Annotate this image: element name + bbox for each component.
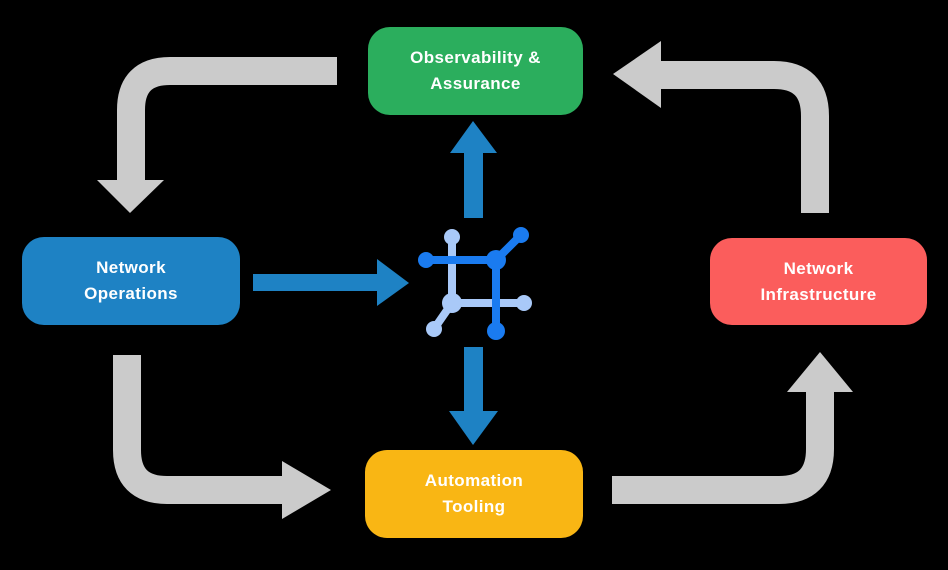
arrow-shaft <box>113 355 284 504</box>
arrow-shaft <box>117 57 337 182</box>
gray-arrow-automation-to-infrastructure <box>612 352 853 504</box>
node-observability-label: Observability & Assurance <box>410 48 541 93</box>
network-nodes-icon <box>418 227 532 340</box>
arrow-shaft <box>464 150 483 218</box>
icon-junction <box>442 293 462 313</box>
gray-arrow-observability-to-operations <box>97 57 337 213</box>
icon-node <box>513 227 529 243</box>
gray-arrow-infrastructure-to-observability <box>613 41 829 213</box>
arrow-head-up-icon <box>450 121 497 153</box>
icon-node <box>426 321 442 337</box>
arrow-head-right-icon <box>282 461 331 519</box>
icon-node <box>487 322 505 340</box>
node-observability-assurance: Observability & Assurance <box>368 27 583 115</box>
icon-light-dots <box>426 229 532 337</box>
icon-junction <box>486 250 506 270</box>
blue-arrow-center-to-observability <box>450 121 497 218</box>
gray-arrow-operations-to-automation <box>113 355 331 519</box>
node-infrastructure-label: Network Infrastructure <box>760 258 877 304</box>
arrow-head-down-icon <box>97 180 164 213</box>
arrow-shaft <box>464 347 483 413</box>
blue-arrow-operations-to-center <box>253 259 409 306</box>
arrow-shaft <box>612 390 834 504</box>
arrow-shaft <box>253 274 379 291</box>
blue-arrow-center-to-automation <box>449 347 498 445</box>
arrow-head-right-icon <box>377 259 409 306</box>
arrow-head-left-icon <box>613 41 661 108</box>
icon-node <box>418 252 434 268</box>
icon-node <box>516 295 532 311</box>
node-operations-label: Network Operations <box>84 258 178 303</box>
node-automation-tooling: Automation Tooling <box>365 450 583 538</box>
icon-node <box>444 229 460 245</box>
node-automation-label: Automation Tooling <box>424 471 524 516</box>
icon-dark-dots <box>418 227 529 340</box>
arrow-head-down-icon <box>449 411 498 445</box>
arrow-head-up-icon <box>787 352 853 392</box>
node-network-infrastructure: Network Infrastructure <box>710 238 927 325</box>
node-network-operations: Network Operations <box>22 237 240 325</box>
arrow-shaft <box>661 61 829 213</box>
